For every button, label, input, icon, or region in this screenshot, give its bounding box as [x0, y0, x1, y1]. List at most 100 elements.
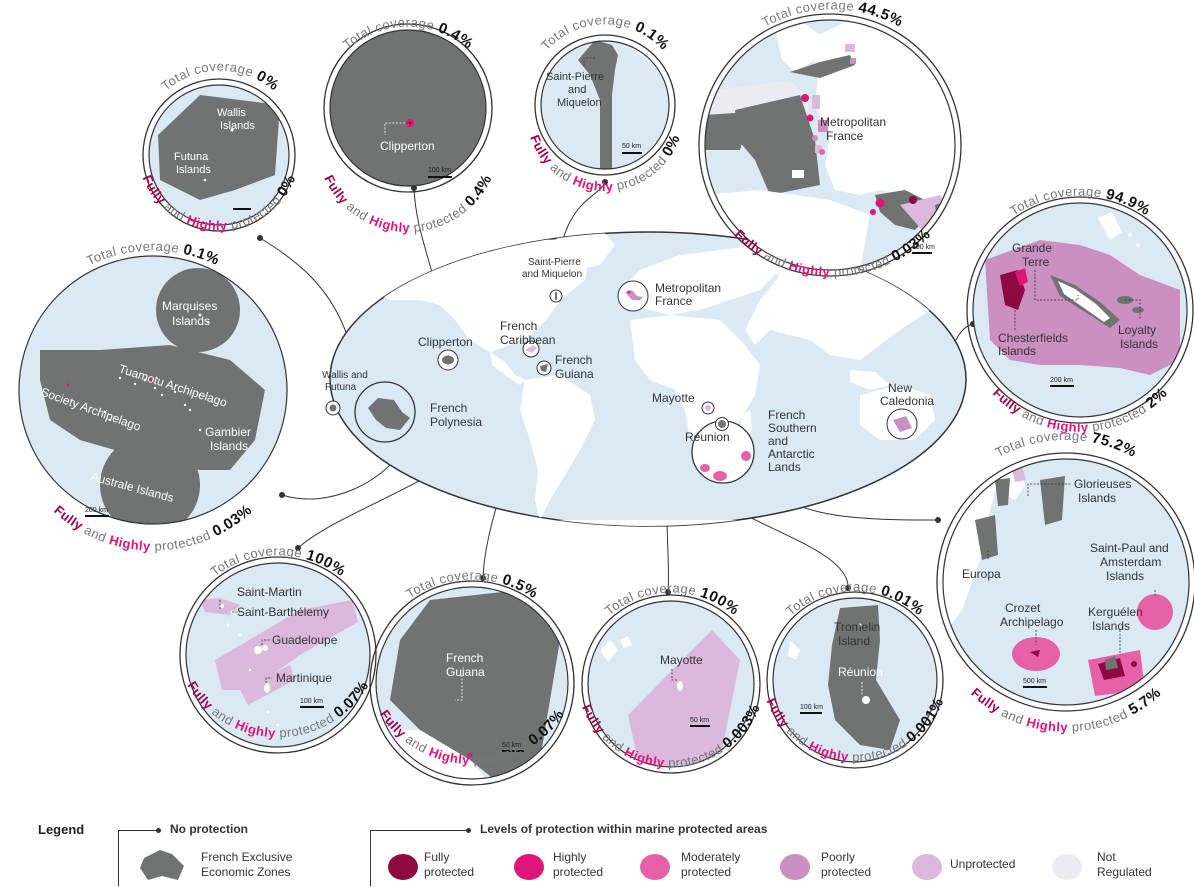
- svg-text:Islands: Islands: [1078, 491, 1116, 505]
- svg-text:Caledonia: Caledonia: [880, 394, 934, 408]
- inset-new-caledonia: Grande Terre Chesterfields Islands Loyal…: [966, 184, 1194, 435]
- svg-text:France: France: [655, 294, 693, 308]
- world-labels: Wallis and Futuna French Polynesia Clipp…: [322, 257, 934, 474]
- svg-text:Islands: Islands: [1120, 337, 1158, 351]
- svg-text:100 km: 100 km: [912, 244, 935, 251]
- svg-text:Grande: Grande: [1012, 241, 1052, 255]
- coverage-taaf: Total coverage 75.2%: [993, 428, 1140, 461]
- svg-text:Tromelin: Tromelin: [834, 620, 880, 634]
- inset-french-caribbean: Saint-Martin Saint-Barthélemy Guadeloupe…: [179, 543, 377, 754]
- inset-metropolitan-france: Metropolitan France 100 km Total coverag…: [698, 0, 962, 280]
- inset-clipperton: Clipperton 100 km Total coverage 0.4% Fu…: [321, 15, 495, 235]
- svg-text:Guiana: Guiana: [555, 367, 594, 381]
- svg-text:and: and: [568, 84, 586, 96]
- legend-swatch-not-regulated: [1052, 854, 1082, 880]
- inset-wallis-futuna: Wallis Islands Futuna Islands Total cove…: [140, 59, 299, 233]
- svg-text:Saint-Barthélemy: Saint-Barthélemy: [237, 605, 329, 619]
- label-new-caledonia: New: [888, 381, 912, 395]
- svg-text:Glorieuses: Glorieuses: [1074, 477, 1131, 491]
- svg-text:Chesterfields: Chesterfields: [998, 331, 1068, 345]
- svg-text:100 km: 100 km: [300, 698, 323, 705]
- svg-text:Martinique: Martinique: [276, 671, 332, 685]
- svg-text:Islands: Islands: [176, 164, 211, 176]
- svg-text:Islands: Islands: [172, 314, 210, 328]
- svg-text:Saint-Paul and: Saint-Paul and: [1090, 541, 1169, 555]
- inset-spm: Saint-Pierre and Miquelon 50 km Total co…: [527, 12, 683, 194]
- world-map: Wallis and Futuna French Polynesia Clipp…: [322, 231, 967, 527]
- svg-text:Southern: Southern: [768, 421, 817, 435]
- svg-text:100 km: 100 km: [428, 167, 451, 174]
- svg-text:and: and: [768, 434, 788, 448]
- inset-mayotte: Mayotte 50 km Total coverage 100% Fully …: [579, 580, 763, 774]
- svg-text:Gambier: Gambier: [205, 425, 251, 439]
- svg-text:Metropolitan: Metropolitan: [820, 115, 886, 129]
- svg-text:Mayotte: Mayotte: [660, 653, 703, 667]
- legend-title: Legend: [38, 822, 85, 837]
- svg-text:Polynesia: Polynesia: [430, 415, 482, 429]
- label-clipperton: Clipperton: [418, 335, 473, 349]
- svg-text:Archipelago: Archipelago: [1000, 615, 1064, 629]
- label-spm: Saint-Pierre: [528, 257, 581, 268]
- svg-text:Island: Island: [838, 634, 870, 648]
- legend-swatch-highly: [514, 854, 544, 880]
- svg-text:Lands: Lands: [768, 460, 801, 474]
- svg-text:Islands: Islands: [1106, 569, 1144, 583]
- svg-text:Antarctic: Antarctic: [768, 447, 815, 461]
- inset-french-polynesia: Marquises Islands Tuamotu Archipelago So…: [18, 239, 288, 554]
- svg-text:and Miquelon: and Miquelon: [522, 269, 582, 280]
- svg-text:Europa: Europa: [962, 567, 1001, 581]
- svg-text:500 km: 500 km: [1023, 678, 1046, 685]
- svg-text:Marquises: Marquises: [162, 299, 217, 313]
- label-french-caribbean: French: [500, 319, 537, 333]
- svg-text:France: France: [826, 129, 864, 143]
- svg-text:French: French: [446, 651, 483, 665]
- svg-text:50 km: 50 km: [690, 717, 709, 724]
- legend-levels-title: Levels of protection within marine prote…: [480, 822, 768, 836]
- legend-label-unprotected: Unprotected: [950, 857, 1016, 871]
- label-reunion: Réunion: [685, 430, 730, 444]
- legend-swatch-moderately: [640, 854, 670, 880]
- svg-text:100 km: 100 km: [800, 704, 823, 711]
- inset-reunion: Tromelin Island Réunion 100 km Total cov…: [764, 579, 947, 769]
- svg-text:Amsterdam: Amsterdam: [1100, 555, 1161, 569]
- svg-text:Islands: Islands: [1092, 619, 1130, 633]
- svg-text:200 km: 200 km: [85, 507, 108, 514]
- legend-no-protection: No protection: [170, 822, 248, 836]
- world-territory-markers: [325, 280, 918, 484]
- svg-text:Islands: Islands: [210, 439, 248, 453]
- svg-text:Loyalty: Loyalty: [1118, 323, 1156, 337]
- label-mayotte: Mayotte: [652, 391, 695, 405]
- legend-swatch-poorly: [780, 854, 810, 880]
- svg-text:Kerguélen: Kerguélen: [1088, 605, 1143, 619]
- svg-text:Futuna: Futuna: [174, 151, 209, 163]
- svg-text:Clipperton: Clipperton: [380, 139, 435, 153]
- svg-text:Wallis: Wallis: [217, 107, 246, 119]
- label-taaf: French: [768, 408, 805, 422]
- label-french-polynesia: French: [430, 401, 467, 415]
- svg-text:Guadeloupe: Guadeloupe: [272, 633, 338, 647]
- svg-text:Saint-Pierre: Saint-Pierre: [546, 71, 604, 83]
- svg-text:200 km: 200 km: [1050, 377, 1073, 384]
- inset-taaf: Glorieuses Islands Europa Saint-Paul and…: [936, 428, 1194, 735]
- inset-french-guiana: French Guiana 50 km Total coverage 0.5% …: [369, 567, 575, 786]
- svg-text:Islands: Islands: [220, 120, 255, 132]
- label-french-guiana: French: [555, 353, 592, 367]
- svg-text:Miquelon: Miquelon: [557, 97, 602, 109]
- svg-text:Futuna: Futuna: [325, 382, 357, 393]
- svg-text:Terre: Terre: [1022, 255, 1050, 269]
- svg-text:50 km: 50 km: [502, 742, 521, 749]
- svg-text:Réunion: Réunion: [838, 665, 883, 679]
- svg-text:Islands: Islands: [998, 344, 1036, 358]
- svg-text:Guiana: Guiana: [446, 665, 485, 679]
- legend-eez-swatch: [140, 850, 184, 880]
- svg-text:50 km: 50 km: [622, 143, 641, 150]
- legend-swatch-fully: [388, 854, 418, 880]
- svg-text:Saint-Martin: Saint-Martin: [237, 585, 302, 599]
